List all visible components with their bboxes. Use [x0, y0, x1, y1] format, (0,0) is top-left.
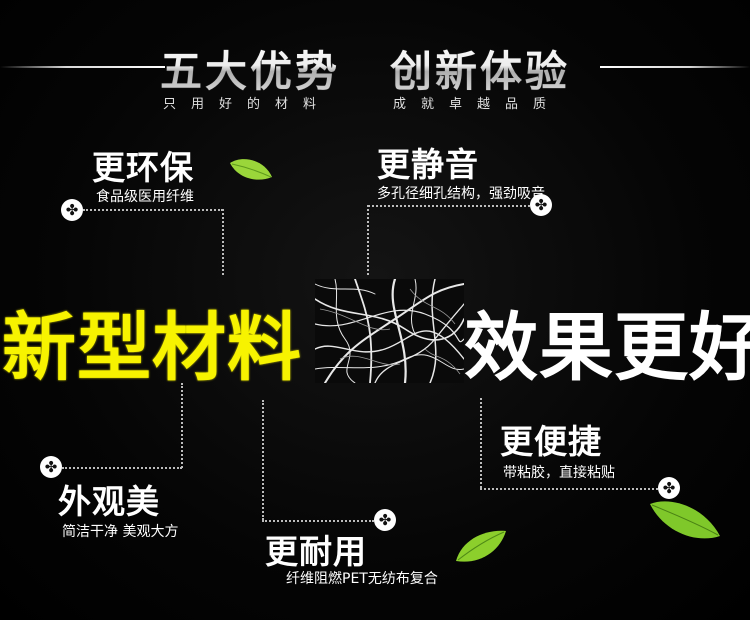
clover-icon: ✤	[40, 456, 62, 478]
feature-appearance-desc: 简洁干净 美观大方	[62, 524, 179, 540]
connector-line	[367, 205, 369, 275]
center-right-headline: 效果更好	[464, 305, 750, 391]
header-subtitle-right: 成就卓越品质	[393, 97, 562, 112]
header-title-left: 五大优势	[160, 38, 340, 99]
leaf-icon	[456, 530, 506, 562]
clover-icon: ✤	[530, 194, 552, 216]
feature-convenient-title: 更便捷	[500, 422, 602, 461]
leaf-icon	[650, 501, 720, 539]
clover-icon: ✤	[374, 509, 396, 531]
connector-line	[181, 383, 183, 468]
feature-appearance-title: 外观美	[58, 482, 160, 521]
feature-eco-desc: 食品级医用纤维	[96, 189, 194, 205]
header-line-left	[0, 66, 165, 68]
feature-quiet-title: 更静音	[377, 145, 479, 184]
connector-line	[480, 398, 482, 488]
connector-line	[222, 209, 224, 275]
fiber-image	[315, 279, 464, 383]
connector-line	[480, 488, 658, 490]
header-subtitle-left: 只用好的材料	[163, 97, 332, 112]
header-line-right	[600, 66, 750, 68]
feature-quiet-desc: 多孔径细孔结构，强劲吸音	[377, 186, 545, 202]
clover-icon: ✤	[658, 477, 680, 499]
connector-line	[368, 205, 530, 207]
connector-line	[62, 467, 182, 469]
leaf-icon	[230, 159, 272, 180]
clover-icon: ✤	[61, 199, 83, 221]
connector-line	[83, 209, 223, 211]
connector-line	[262, 520, 374, 522]
feature-eco-title: 更环保	[92, 148, 194, 187]
connector-line	[262, 400, 264, 520]
feature-convenient-desc: 带粘胶，直接粘贴	[503, 465, 615, 481]
feature-durable-title: 更耐用	[265, 532, 367, 571]
center-left-headline: 新型材料	[2, 305, 302, 391]
feature-durable-desc: 纤维阻燃PET无纺布复合	[286, 571, 438, 587]
header-title-right: 创新体验	[390, 38, 570, 99]
